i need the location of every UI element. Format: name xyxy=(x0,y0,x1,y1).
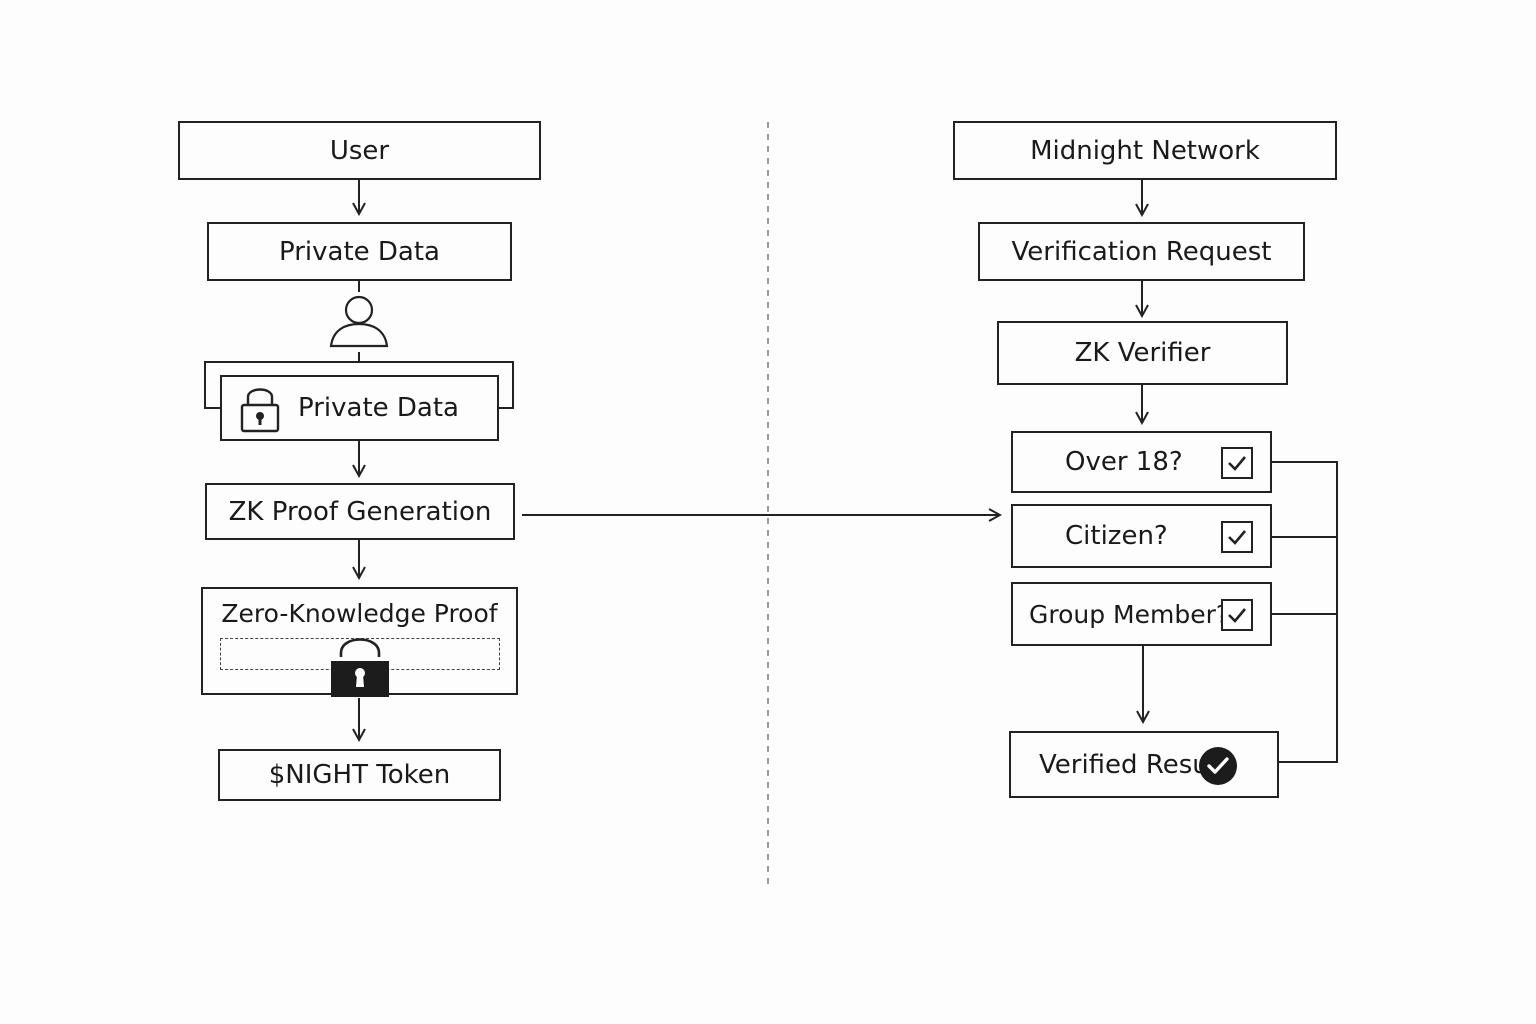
checkbox-checked-icon xyxy=(1221,599,1253,631)
midnight-network-box: Midnight Network xyxy=(953,121,1337,180)
check-over-18-label: Over 18? xyxy=(1065,447,1183,477)
check-over-18-box: Over 18? xyxy=(1011,431,1272,493)
zk-verifier-box: ZK Verifier xyxy=(997,321,1288,385)
user-label: User xyxy=(329,135,390,166)
check-citizen-label: Citizen? xyxy=(1065,521,1168,551)
check-group-member-label: Group Member? xyxy=(1029,599,1230,629)
checks-bracket xyxy=(1272,461,1338,763)
midnight-network-label: Midnight Network xyxy=(1030,135,1260,166)
check-group-member-box: Group Member? xyxy=(1011,582,1272,646)
night-token-box: $NIGHT Token xyxy=(218,749,501,801)
check-citizen-box: Citizen? xyxy=(1011,504,1272,568)
verified-result-box: Verified Result xyxy=(1009,731,1279,798)
padlock-icon xyxy=(240,388,280,433)
keyhole-lock-icon xyxy=(331,638,389,697)
verification-request-box: Verification Request xyxy=(978,222,1305,281)
verification-request-label: Verification Request xyxy=(1011,236,1272,267)
private-data-box: Private Data xyxy=(207,222,512,281)
zk-proof-generation-box: ZK Proof Generation xyxy=(205,483,515,540)
private-data-label: Private Data xyxy=(279,236,440,267)
zero-knowledge-proof-label: Zero-Knowledge Proof xyxy=(221,598,498,628)
zk-proof-generation-label: ZK Proof Generation xyxy=(228,496,492,527)
checkbox-checked-icon xyxy=(1221,447,1253,479)
person-icon xyxy=(329,295,389,348)
checkbox-checked-icon xyxy=(1221,521,1253,553)
locked-data-bracket xyxy=(204,361,514,409)
locked-private-data-label: Private Data xyxy=(298,393,459,423)
night-token-label: $NIGHT Token xyxy=(268,760,451,790)
user-box: User xyxy=(178,121,541,180)
verified-result-label: Verified Result xyxy=(1039,749,1227,780)
zk-verifier-label: ZK Verifier xyxy=(1074,338,1211,368)
check-circle-icon xyxy=(1199,747,1237,785)
zero-knowledge-proof-box: Zero-Knowledge Proof xyxy=(201,587,518,697)
locked-private-data-box: Private Data xyxy=(220,375,499,441)
